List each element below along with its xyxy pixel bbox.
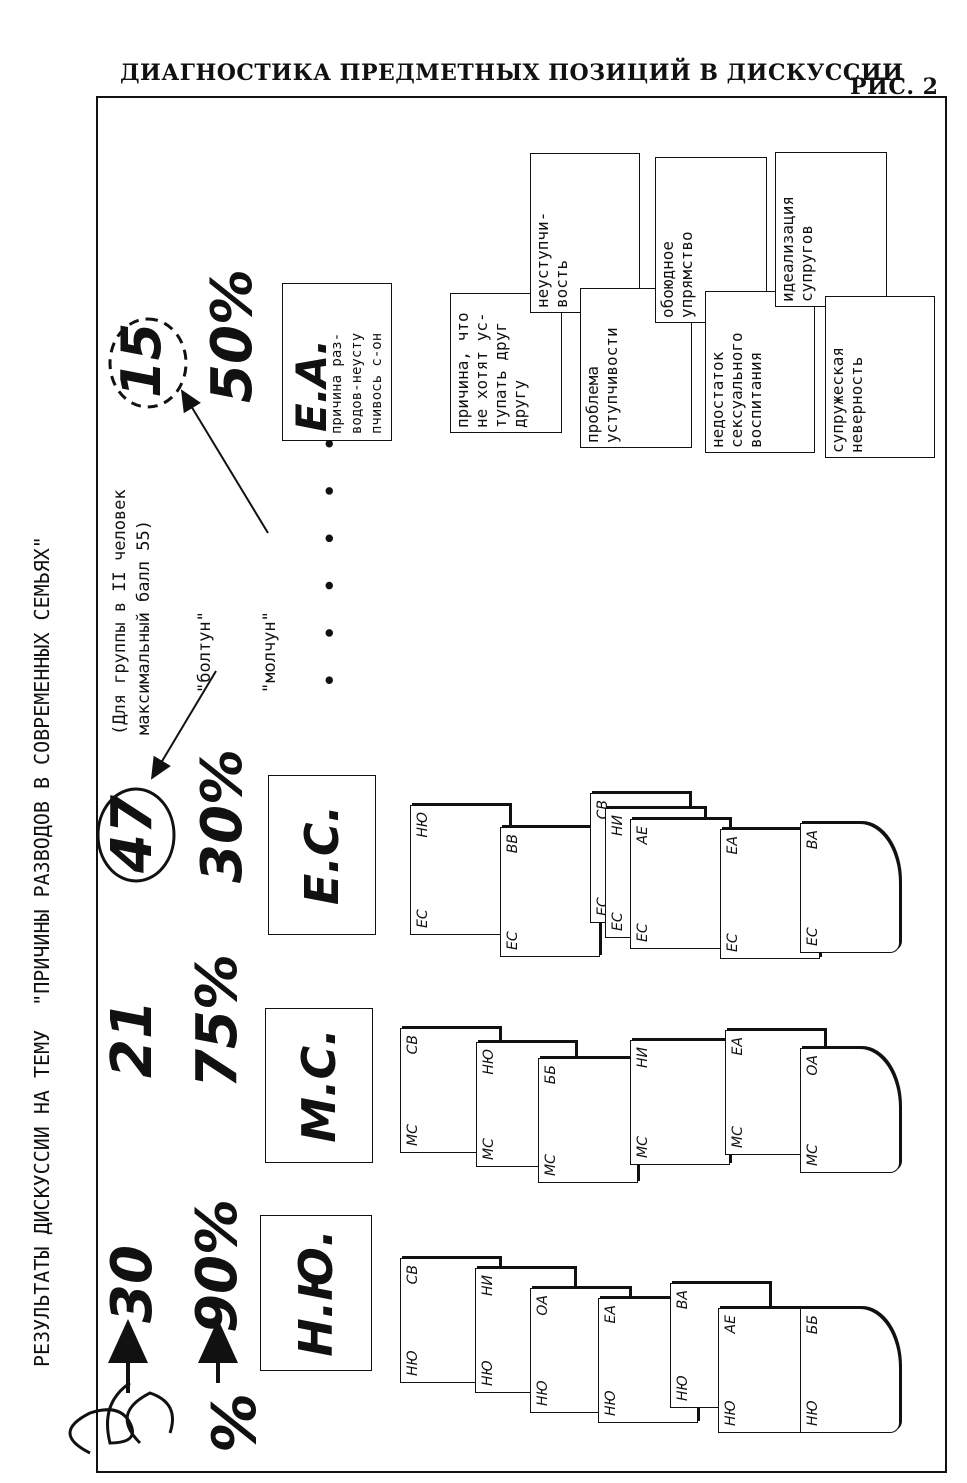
name-ea-note: причина раз- водов-неусту пчивось с-он xyxy=(327,333,387,434)
card-target: НИ xyxy=(635,1047,651,1068)
card-target: ЕА xyxy=(730,1037,746,1056)
score-es: 47 xyxy=(100,795,165,873)
percent-ea: 50% xyxy=(200,268,265,403)
card-target: ЕА xyxy=(603,1305,619,1324)
note-line: упрямство xyxy=(677,231,696,318)
card-owner: НЮ xyxy=(603,1390,619,1416)
note-line: сексуального xyxy=(727,332,746,448)
card-target: ББ xyxy=(543,1065,559,1085)
card-target: АЕ xyxy=(635,826,651,845)
score-dashed-circle xyxy=(108,317,188,409)
card-owner: ЕС xyxy=(635,923,651,942)
score-ea: 15 xyxy=(110,322,173,398)
name-box-ms: М.С. xyxy=(265,1008,373,1163)
card-target: НЮ xyxy=(481,1049,497,1075)
card-target: СВ xyxy=(405,1265,421,1285)
card-owner: МС xyxy=(635,1136,651,1158)
figure-frame xyxy=(96,96,947,1473)
card-owner: ЕС xyxy=(725,933,741,952)
card-owner: МС xyxy=(730,1126,746,1148)
silent-arrow xyxy=(180,389,269,534)
card: МС ББ xyxy=(538,1058,638,1183)
card-owner: МС xyxy=(481,1138,497,1160)
note-line: неуступчи- xyxy=(533,211,552,308)
card-target: ВВ xyxy=(505,834,521,854)
header-title: ДИАГНОСТИКА ПРЕДМЕТНЫХ ПОЗИЦИЙ В ДИСКУСС… xyxy=(120,60,904,86)
note-line: причина, что xyxy=(453,312,472,428)
card-owner: НЮ xyxy=(405,1350,421,1376)
card-owner: МС xyxy=(805,1144,821,1166)
card-owner: ЕС xyxy=(415,909,431,928)
card-target: ББ xyxy=(805,1315,821,1335)
note-line: супружеская xyxy=(828,347,847,453)
card-target: ВА xyxy=(675,1290,691,1310)
percent-nyu: 90% xyxy=(185,1198,250,1333)
note-line: тупать друг xyxy=(491,322,510,428)
note-line: уступчивости xyxy=(602,327,621,443)
percent-es: 30% xyxy=(190,748,255,883)
name-box-es: Е.С. xyxy=(268,775,376,935)
name-ea-note-line: причина раз- xyxy=(329,332,345,434)
note-line: вость xyxy=(552,259,571,308)
card-target: НЮ xyxy=(415,812,431,838)
note-line: супругов xyxy=(797,224,816,302)
figure-label: РИС. 2 xyxy=(850,74,939,100)
card: МС ОА xyxy=(800,1048,900,1173)
name-ea-note-line: водов-неусту xyxy=(349,332,365,434)
note-line: не хотят ус- xyxy=(472,312,491,428)
card-owner: ЕС xyxy=(505,931,521,950)
card-target: ВА xyxy=(805,830,821,850)
card-owner: ЕС xyxy=(805,927,821,946)
card-target: ЕА xyxy=(725,836,741,855)
card-target: НИ xyxy=(610,815,626,836)
note-line: проблема xyxy=(583,365,602,443)
card: МС НИ xyxy=(630,1040,730,1165)
card-owner: НЮ xyxy=(480,1360,496,1386)
note-line: неверность xyxy=(847,356,866,453)
score-circle xyxy=(96,787,176,883)
name-ea-note-line: пчивось с-он xyxy=(369,332,385,434)
card-owner: МС xyxy=(405,1124,421,1146)
score-ms: 21 xyxy=(100,1000,165,1078)
talker-arrow xyxy=(150,670,217,780)
card-owner: НЮ xyxy=(723,1400,739,1426)
note-line: другу xyxy=(510,379,529,428)
card-target: ОА xyxy=(535,1295,551,1316)
card-target: ОА xyxy=(805,1055,821,1076)
note-line: обоюдное xyxy=(658,240,677,318)
card-target: СВ xyxy=(405,1035,421,1055)
note-line: недостаток xyxy=(708,351,727,448)
card: ЕС АЕ xyxy=(630,819,730,949)
card-owner: НЮ xyxy=(535,1380,551,1406)
note-line: воспитания xyxy=(746,351,765,448)
card: ЕС ВВ xyxy=(500,827,600,957)
card-owner: НЮ xyxy=(805,1400,821,1426)
name-box-nyu: Н.Ю. xyxy=(260,1215,372,1371)
card-owner: ЕС xyxy=(610,912,626,931)
card: ЕС НЮ xyxy=(410,805,510,935)
percent-scribble: % xyxy=(200,1392,270,1453)
card-target: АЕ xyxy=(723,1315,739,1334)
percent-ms: 75% xyxy=(185,953,250,1088)
card: НЮ ББ xyxy=(800,1308,900,1433)
card-owner: МС xyxy=(543,1154,559,1176)
card: ЕС ВА xyxy=(800,823,900,953)
name-box-ea: Е.А. причина раз- водов-неусту пчивось с… xyxy=(282,283,392,441)
card-target: НИ xyxy=(480,1275,496,1296)
score-nyu: 30 xyxy=(100,1245,165,1323)
scribble-mark xyxy=(68,1381,174,1455)
card-owner: НЮ xyxy=(675,1375,691,1401)
note-line: идеализация xyxy=(778,196,797,302)
